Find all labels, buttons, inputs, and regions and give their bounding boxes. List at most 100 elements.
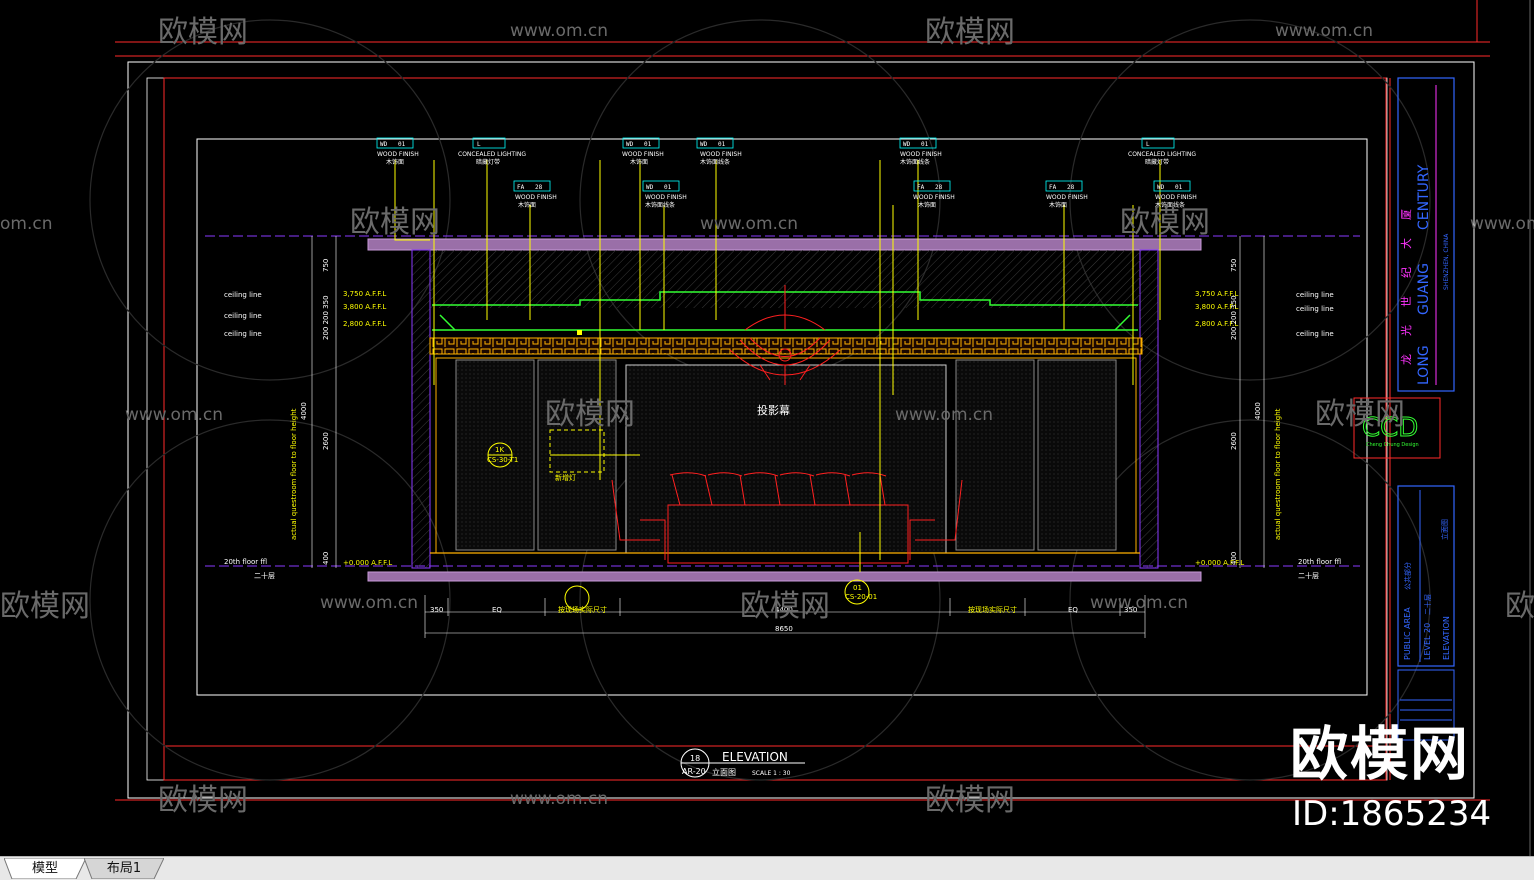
- project-en-bottom: LONG: [1416, 345, 1432, 385]
- annotation-label-cn: 木饰面: [518, 201, 536, 209]
- floor-ffl-label: 20th floor ffl: [224, 558, 267, 566]
- watermark-site: www.om.cn: [700, 214, 798, 234]
- tag-code: L: [477, 141, 481, 148]
- sheet-cn: 立面图: [1440, 519, 1449, 540]
- dim-text: 750: [1230, 259, 1238, 272]
- tag-code: WD: [626, 141, 634, 148]
- tag-code: L: [1146, 141, 1150, 148]
- section-tag: CS-30-T1: [487, 456, 518, 464]
- annotation-label-cn: 木饰面: [918, 201, 936, 209]
- dim-text: 750: [322, 259, 330, 272]
- floor-ffl-label: 20th floor ffl: [1298, 558, 1341, 566]
- watermark-brand: 欧模网: [158, 783, 248, 818]
- ceiling-line-label: ceiling line: [224, 330, 262, 338]
- tab-layout1-label: 布局1: [106, 861, 142, 876]
- tab-shape: [84, 858, 164, 879]
- drawing-frame: [127, 61, 1475, 799]
- tab-layout1[interactable]: 布局1: [84, 858, 164, 879]
- ccd-logo: CCD: [1362, 413, 1418, 443]
- level-tag: 3,800 A.F.F.L: [343, 303, 386, 311]
- dim-text: 2600: [1230, 432, 1238, 450]
- viewport[interactable]: [196, 138, 1368, 696]
- section-marker[interactable]: [487, 442, 870, 611]
- area-label: PUBLIC AREA: [1403, 607, 1412, 660]
- dim-text: 8650: [775, 625, 793, 633]
- left-wall: [411, 249, 431, 569]
- title-scale: SCALE 1 : 30: [752, 770, 791, 777]
- watermark-brand: 欧模网: [925, 15, 1015, 50]
- vertical-note: actual questroom floor to floor height: [290, 408, 298, 540]
- watermark-brand: 欧模网: [925, 783, 1015, 818]
- level-tag: 3,800 A.F.F.L: [1195, 303, 1238, 311]
- watermark-big-brand: 欧模网: [1290, 720, 1471, 788]
- annotation-label: WOOD FINISH: [1155, 194, 1197, 201]
- right-wall: [1139, 249, 1159, 569]
- floor-cn-label: 二十层: [254, 571, 275, 580]
- node-marker: [577, 330, 582, 335]
- project-en-top: CENTURY: [1416, 164, 1432, 230]
- tab-shape: [4, 858, 86, 879]
- ceiling-line-label: ceiling line: [1296, 305, 1334, 313]
- level-tag: +0.000 A.F.F.L: [343, 559, 392, 567]
- vertical-note: actual questroom floor to floor height: [1274, 408, 1282, 540]
- section-tag: 1K: [495, 446, 504, 454]
- dim-text: 400: [1230, 552, 1238, 565]
- tag-code: WD: [903, 141, 911, 148]
- tag-code: 01: [921, 141, 929, 148]
- annotation-label: WOOD FINISH: [622, 151, 664, 158]
- ceiling-slab: [367, 238, 1202, 251]
- title-block: LONG GUANG CENTURY 龙光世纪大厦 SHENZHEN, CHIN…: [1353, 77, 1455, 741]
- title-name-cn: 立面图: [712, 767, 736, 777]
- watermark-brand: 欧模网: [1120, 205, 1210, 240]
- watermark-brand: 欧模网: [158, 15, 248, 50]
- annotation-label-cn: 木饰面线条: [700, 158, 730, 166]
- watermark-site: www.om.cn: [320, 593, 418, 613]
- ceiling-line-label: ceiling line: [224, 291, 262, 299]
- tag-code: 28: [535, 184, 543, 191]
- watermark-site: www.om.cn: [510, 21, 608, 41]
- annotation-label: WOOD FINISH: [515, 194, 557, 201]
- watermark-site: www.om.cn: [895, 405, 993, 425]
- cove-detail: [439, 314, 1131, 331]
- drawing-frame-red: [163, 77, 1387, 781]
- tag-code: WD: [380, 141, 388, 148]
- watermark-brand: 欧模网: [740, 589, 830, 624]
- watermark-brand: 欧模网: [1315, 397, 1405, 432]
- tab-model[interactable]: 模型: [4, 858, 86, 879]
- tag-code: FA: [917, 184, 925, 191]
- small-note: 新增灯: [555, 473, 576, 482]
- watermark-circles: [89, 19, 1431, 781]
- dim-text: 200 200 350: [322, 295, 330, 340]
- watermark-site: www.om.cn: [1470, 214, 1534, 234]
- section-tag: CS-20-01: [845, 593, 877, 601]
- tag-code: FA: [1049, 184, 1057, 191]
- vertical-dims: [311, 236, 1265, 568]
- tag-code: 01: [718, 141, 726, 148]
- leader-lines: [394, 160, 1161, 572]
- ccd-logo-sub: Cheng Chung Design: [1366, 442, 1419, 448]
- watermark-brand: 欧模网: [350, 205, 440, 240]
- tag-code: 01: [398, 141, 406, 148]
- annotation-label: WOOD FINISH: [913, 194, 955, 201]
- room-label: 投影幕: [757, 403, 790, 417]
- annotation-label: WOOD FINISH: [900, 151, 942, 158]
- greek-fret-cornice: [429, 337, 1143, 355]
- ceiling-line-label: ceiling line: [1296, 330, 1334, 338]
- annotation-label-cn: 木饰面: [630, 158, 648, 166]
- watermark-brand: 欧模网: [1505, 589, 1534, 624]
- section-tag: 01: [853, 584, 862, 592]
- annotation-label: WOOD FINISH: [1046, 194, 1088, 201]
- dim-text: 4000: [1254, 402, 1262, 420]
- tag-code: WD: [1157, 184, 1165, 191]
- annotation-label-cn: 木饰面线条: [900, 158, 930, 166]
- level-cn: 二十层: [1423, 594, 1432, 615]
- annotation-label: WOOD FINISH: [377, 151, 419, 158]
- dim-text: 200 200 350: [1230, 295, 1238, 340]
- project-cn: 龙光世纪大厦: [1399, 191, 1413, 365]
- dim-text: 350: [430, 606, 443, 614]
- dim-text: 4400: [775, 606, 793, 614]
- watermark-site: www.om.cn: [1275, 21, 1373, 41]
- dim-text: 2600: [322, 432, 330, 450]
